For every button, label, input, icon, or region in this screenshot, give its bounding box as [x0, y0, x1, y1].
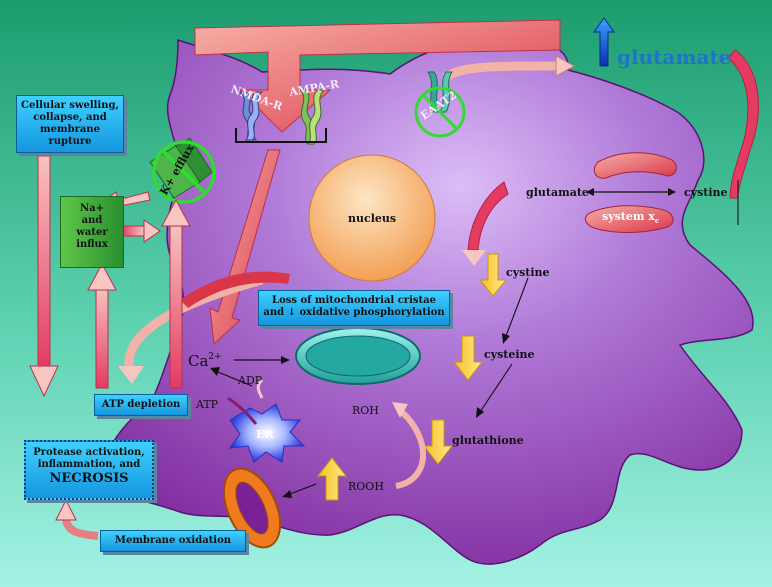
adp-label: ADP [237, 374, 263, 387]
necrosis-box: Protease activation, inflammation, and N… [24, 440, 154, 500]
cystine-extracellular-label: cystine [684, 186, 728, 199]
cellular-swelling-text: Cellular swelling, collapse, and membran… [21, 100, 119, 147]
arrow-atp-up-right [170, 224, 182, 388]
nucleus-label: nucleus [348, 212, 396, 225]
glutathione-label: glutathione [452, 434, 524, 447]
atp-depletion-box: ATP depletion [94, 394, 188, 416]
mitochondrion [296, 328, 420, 384]
roh-label: ROH [352, 404, 379, 417]
system-xc-label: system xc [602, 210, 659, 225]
glutamate-intracellular-label: glutamate [526, 186, 589, 199]
mito-line-1: Loss of mitochondrial cristae [261, 295, 447, 307]
atp-label: ATP [195, 398, 219, 411]
rooh-label: ROOH [348, 480, 384, 493]
cellular-swelling-box: Cellular swelling, collapse, and membran… [16, 95, 124, 153]
mito-line-2: and ↓ oxidative phosphorylation [261, 307, 447, 319]
necrosis-line-3: NECROSIS [28, 471, 150, 487]
na-water-influx-box: Na+ and water influx [60, 196, 124, 268]
membrane-oxidation-box: Membrane oxidation [100, 530, 246, 552]
necrosis-line-1: Protease activation, [28, 447, 150, 459]
cysteine-label: cysteine [484, 348, 535, 361]
na-line-1: Na+ [63, 203, 121, 215]
na-line-3: water [63, 227, 121, 239]
arrow-swelling-down-shaft [38, 156, 50, 368]
necrosis-line-2: inflammation, and [28, 459, 150, 471]
na-line-2: and [63, 215, 121, 227]
membrane-oxidation-text: Membrane oxidation [115, 535, 231, 546]
mitochondrial-loss-box: Loss of mitochondrial cristae and ↓ oxid… [258, 290, 450, 326]
atp-depletion-text: ATP depletion [102, 399, 181, 410]
er-label: ER [256, 428, 274, 441]
arrow-atp-up-left [96, 288, 108, 388]
na-line-4: influx [63, 239, 121, 251]
cystine-label: cystine [506, 266, 550, 279]
glutamate-extracellular-label: glutamate [617, 45, 731, 69]
